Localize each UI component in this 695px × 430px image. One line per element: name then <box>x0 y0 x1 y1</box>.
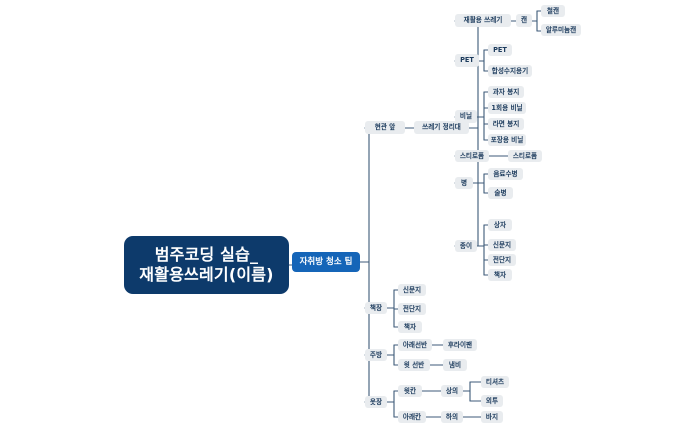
root-title: 범주코딩 실습_재활용쓰레기(이름) <box>139 245 274 284</box>
node-bottle-group[interactable]: 병 <box>455 177 473 189</box>
branch-chaekjang[interactable]: 책장 <box>365 302 387 314</box>
node-chaekjang-chaekja[interactable]: 책자 <box>398 321 422 333</box>
node-styrofoam-group[interactable]: 스티로폼 <box>455 150 489 162</box>
node-araekan[interactable]: 아래칸 <box>398 411 426 423</box>
center-node[interactable]: 자취방 청소 팁 <box>292 252 360 272</box>
node-witkan[interactable]: 윗칸 <box>398 385 422 397</box>
node-sinmunji-paper[interactable]: 신문지 <box>488 239 516 251</box>
node-chaekjang-jeondanji[interactable]: 전단지 <box>398 303 426 315</box>
node-haui[interactable]: 하의 <box>441 411 463 423</box>
node-paper-group[interactable]: 종이 <box>455 240 477 252</box>
root-node[interactable]: 범주코딩 실습_재활용쓰레기(이름) <box>124 236 289 294</box>
node-gwaja-bongji[interactable]: 과자 봉지 <box>488 86 524 98</box>
node-jaehwaryong-sseuregi[interactable]: 재활용 쓰레기 <box>455 14 511 27</box>
node-baji[interactable]: 바지 <box>481 411 503 423</box>
node-styrofoam-item[interactable]: 스티로폼 <box>508 150 542 162</box>
node-chaekjang-sinmunji[interactable]: 신문지 <box>398 284 426 296</box>
node-arae-seonban[interactable]: 아래선반 <box>398 339 432 351</box>
node-hapseongsuji-yonggi[interactable]: 합성수지용기 <box>488 65 532 77</box>
node-sul-byeong[interactable]: 술병 <box>488 187 513 199</box>
node-naembi[interactable]: 냄비 <box>443 359 467 371</box>
node-pet-item[interactable]: PET <box>488 44 512 56</box>
node-wit-seonban[interactable]: 윗 선반 <box>398 359 430 371</box>
node-eumryosu-byeong[interactable]: 음료수병 <box>488 168 523 180</box>
branch-hyeongwan-ap[interactable]: 현관 앞 <box>365 121 405 134</box>
node-sseuregi-jeongridae[interactable]: 쓰레기 정리대 <box>414 121 469 134</box>
branch-jubang[interactable]: 주방 <box>365 349 387 361</box>
node-cheol-can[interactable]: 철캔 <box>541 5 565 17</box>
node-jeondanji-paper[interactable]: 전단지 <box>488 254 516 266</box>
node-sangja[interactable]: 상자 <box>488 219 512 231</box>
node-oetu[interactable]: 외투 <box>481 395 503 407</box>
node-pet-group[interactable]: PET <box>455 54 479 67</box>
node-vinyl[interactable]: 비닐 <box>455 110 477 123</box>
node-chaekja-paper[interactable]: 책자 <box>488 269 512 281</box>
node-tshirt[interactable]: 티셔츠 <box>481 376 509 388</box>
node-sangui[interactable]: 상의 <box>441 385 463 397</box>
node-can[interactable]: 캔 <box>516 14 532 27</box>
node-aluminum-can[interactable]: 알루미늄캔 <box>541 24 581 36</box>
node-pojangyong-vinyl[interactable]: 포장용 비닐 <box>488 134 526 146</box>
branch-otjang[interactable]: 옷장 <box>365 396 387 408</box>
node-ramyeon-bongji[interactable]: 라면 봉지 <box>488 118 524 130</box>
node-hooraipan[interactable]: 후라이팬 <box>443 339 477 351</box>
node-ilhoeyong-vinyl[interactable]: 1회용 비닐 <box>488 102 526 114</box>
